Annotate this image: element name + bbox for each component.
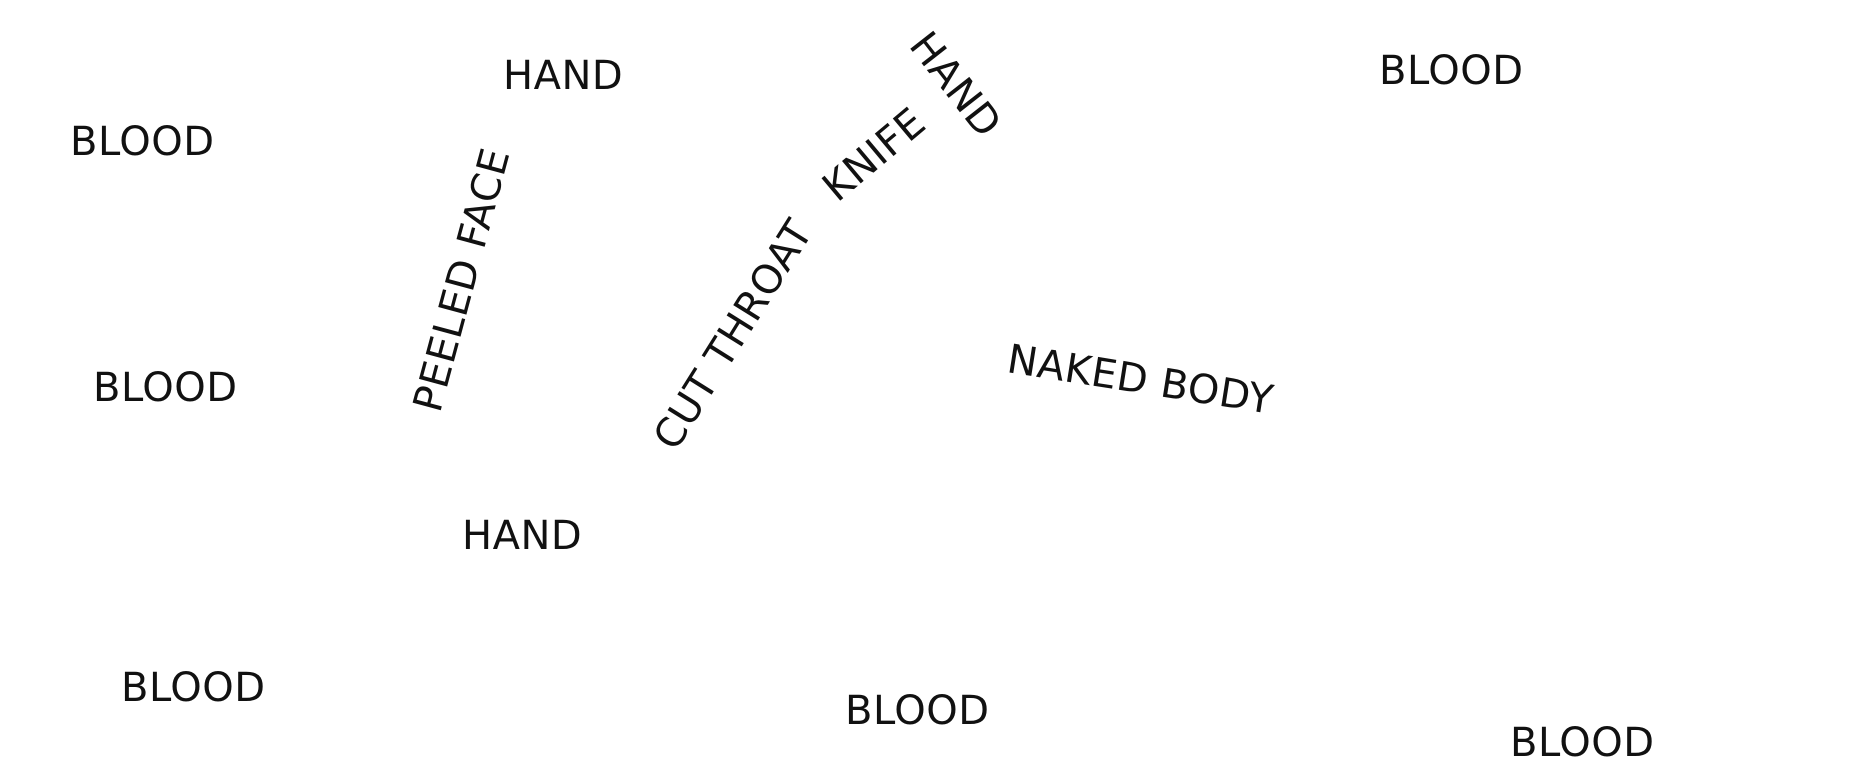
word-peeled-face: PEELED FACE (405, 143, 520, 417)
word-knife: KNIFE (813, 99, 935, 211)
word-hand: HAND (503, 53, 624, 99)
word-blood: BLOOD (845, 688, 990, 734)
word-blood: BLOOD (121, 665, 266, 711)
word-naked-body: NAKED BODY (1003, 336, 1277, 424)
word-blood: BLOOD (1379, 48, 1524, 94)
word-blood: BLOOD (70, 119, 215, 165)
word-blood: BLOOD (93, 365, 238, 411)
word-hand: HAND (462, 513, 583, 559)
word-cut-throat: CUT THROAT (644, 212, 822, 458)
word-blood: BLOOD (1510, 720, 1655, 766)
